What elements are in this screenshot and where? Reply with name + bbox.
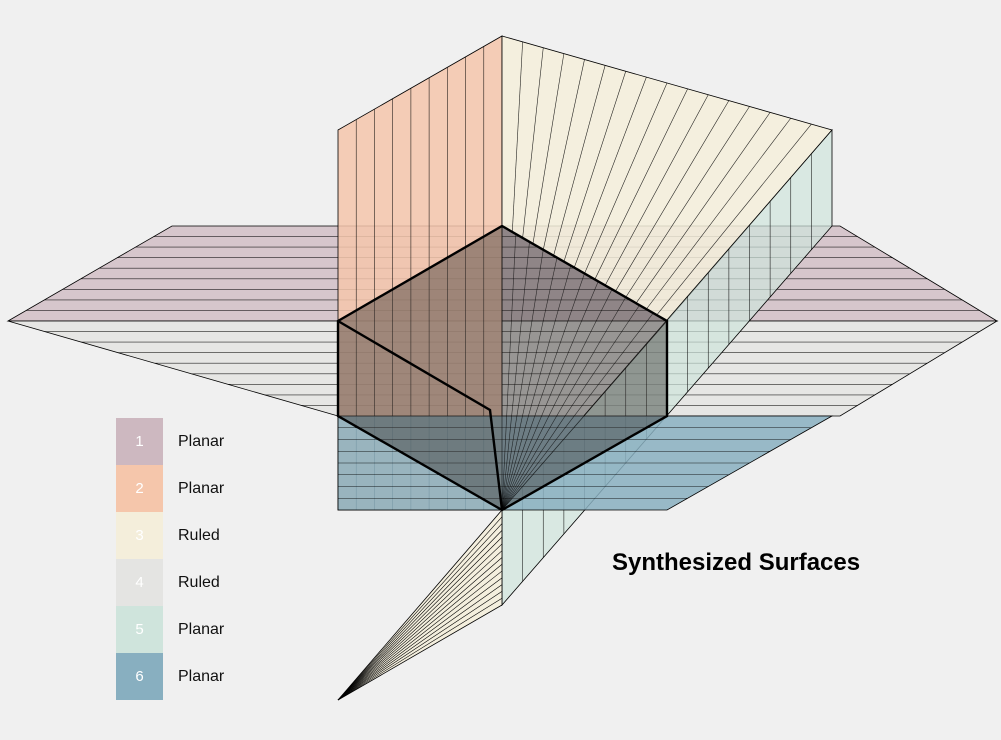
surface-3-ruled-rule bbox=[646, 118, 791, 310]
surface-3-ruled-rule bbox=[635, 112, 771, 304]
legend-label-1: Planar bbox=[178, 432, 225, 450]
legend-item-4: 4 Ruled bbox=[116, 559, 336, 606]
surface-3-ruled-rule bbox=[542, 59, 585, 250]
surface-3-tail bbox=[337, 508, 503, 701]
legend-swatch-1: 1 bbox=[116, 418, 163, 465]
tail-rule bbox=[337, 530, 503, 701]
core-fan-rule bbox=[501, 241, 530, 511]
tail-rule bbox=[337, 516, 503, 701]
tail-rule bbox=[337, 570, 503, 701]
tail-rule bbox=[337, 536, 503, 701]
core-fan-rule bbox=[501, 249, 544, 511]
legend-swatch-5: 5 bbox=[116, 606, 163, 653]
legend-item-1: 1 Planar bbox=[116, 418, 336, 465]
surface-3-ruled-rule bbox=[615, 100, 730, 292]
surface-3-ruled-rule bbox=[512, 41, 523, 232]
legend-label-5: Planar bbox=[178, 620, 225, 638]
core-fan-rule bbox=[501, 297, 627, 511]
legend-label-2: Planar bbox=[178, 479, 225, 497]
surface-3-ruled-rule bbox=[532, 53, 565, 244]
tail-rule bbox=[337, 584, 503, 701]
surface-3-ruled-rule bbox=[563, 71, 627, 262]
surface-3-ruled-rule bbox=[604, 94, 709, 286]
legend-swatch-4: 4 bbox=[116, 559, 163, 606]
legend-label-6: Planar bbox=[178, 667, 225, 685]
tail-face bbox=[337, 508, 503, 701]
tail-rule bbox=[337, 543, 503, 701]
legend-item-5: 5 Planar bbox=[116, 606, 336, 653]
tail-rule bbox=[337, 557, 503, 701]
core-fan-rule bbox=[501, 265, 572, 511]
legend-swatch-3: 3 bbox=[116, 512, 163, 559]
legend-label-3: Ruled bbox=[178, 526, 220, 544]
surface-4-ruled bbox=[7, 320, 999, 417]
core-fan-rule bbox=[501, 320, 668, 511]
core-box-inner-edge bbox=[337, 319, 504, 511]
core-fan-rule bbox=[501, 273, 585, 511]
surface-3-ruled-rule bbox=[594, 88, 688, 280]
legend-item-6: 6 Planar bbox=[116, 653, 336, 700]
tail-rule bbox=[337, 564, 503, 701]
tail-rule bbox=[337, 550, 503, 701]
legend: 1 Planar 2 Planar 3 Ruled 4 Ruled 5 Plan… bbox=[116, 418, 336, 700]
tail-rule bbox=[337, 591, 503, 701]
legend-label-4: Ruled bbox=[178, 573, 220, 591]
tail-rule bbox=[337, 523, 503, 701]
legend-item-3: 3 Ruled bbox=[116, 512, 336, 559]
core-fan-rule bbox=[501, 233, 517, 511]
legend-swatch-6: 6 bbox=[116, 653, 163, 700]
core-fan-rule bbox=[501, 304, 640, 511]
legend-item-2: 2 Planar bbox=[116, 465, 336, 512]
tail-rule bbox=[337, 597, 503, 701]
surface-3-ruled-rule bbox=[625, 106, 750, 298]
surface-3-ruled-rule bbox=[522, 47, 544, 238]
core-box bbox=[336, 224, 669, 512]
surface-3-ruled-rule bbox=[553, 65, 606, 256]
diagram-title: Synthesized Surfaces bbox=[612, 549, 861, 576]
tail-rule bbox=[337, 577, 503, 701]
legend-swatch-2: 2 bbox=[116, 465, 163, 512]
surface-3-ruled-rule bbox=[584, 82, 668, 274]
surface-3-ruled-rule bbox=[656, 123, 812, 316]
core-fan-rule bbox=[501, 289, 613, 511]
surface-3-ruled-rule bbox=[573, 77, 647, 268]
core-fan-rule bbox=[501, 257, 558, 511]
core-fan-rule bbox=[501, 312, 654, 511]
core-fan-rule bbox=[501, 281, 599, 511]
